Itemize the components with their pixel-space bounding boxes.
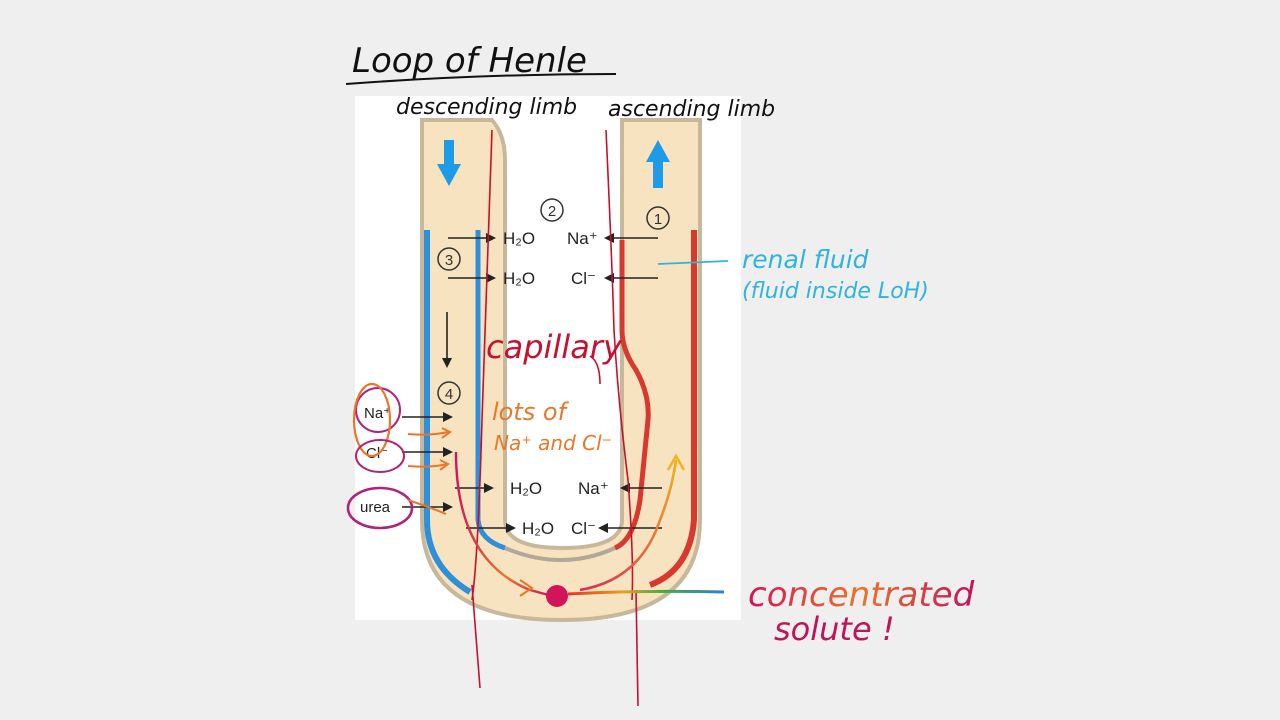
concentrated-label: concentrated xyxy=(748,575,975,615)
label-h2o-2: H₂O xyxy=(503,269,535,288)
lots-of-sublabel: Na⁺ and Cl⁻ xyxy=(494,431,612,455)
solute-flow-left xyxy=(454,451,553,598)
concentrated-pointer xyxy=(567,589,725,596)
svg-text:1: 1 xyxy=(654,211,662,228)
ascending-limb-label: ascending limb xyxy=(608,97,775,122)
label-na-2: Na⁺ xyxy=(578,479,609,498)
label-h2o-4: H₂O xyxy=(522,519,554,538)
svg-text:2: 2 xyxy=(548,203,556,220)
ascending-wall xyxy=(648,230,697,588)
step-circle-2: 2 xyxy=(540,198,564,222)
label-h2o-3: H₂O xyxy=(510,479,542,498)
title-underline xyxy=(345,73,617,85)
label-cl-2: Cl⁻ xyxy=(571,519,596,538)
svg-text:3: 3 xyxy=(445,252,453,269)
label-na-left: Na⁺ xyxy=(364,405,391,422)
solute-flow-right xyxy=(579,459,678,592)
svg-text:4: 4 xyxy=(445,386,453,403)
concentrated-sublabel: solute ! xyxy=(774,610,895,648)
step-circle-3: 3 xyxy=(437,247,461,271)
capillary-lines xyxy=(471,129,639,707)
label-na-1: Na⁺ xyxy=(567,229,598,248)
renal-fluid-label: renal fluid xyxy=(742,245,869,274)
renal-fluid-sublabel: (fluid inside LoH) xyxy=(742,279,929,304)
orange-flow-arrows xyxy=(407,427,452,515)
concentrated-solute-dot xyxy=(546,585,568,607)
up-arrow-icon xyxy=(646,140,670,188)
lots-of-label: lots of xyxy=(492,398,570,426)
step-circle-1: 1 xyxy=(646,206,670,230)
descending-wall xyxy=(424,230,472,595)
step-circle-4: 4 xyxy=(437,381,461,405)
capillary-label: capillary xyxy=(486,328,623,366)
transport-arrows xyxy=(402,233,662,533)
label-cl-1: Cl⁻ xyxy=(571,269,596,288)
loop-tube xyxy=(420,118,702,623)
down-arrow-icon xyxy=(437,140,461,186)
ion-highlight-circles xyxy=(346,382,414,530)
descending-limb-label: descending limb xyxy=(396,95,577,120)
label-urea: urea xyxy=(360,499,391,516)
label-h2o-1: H₂O xyxy=(503,229,535,248)
renal-fluid-pointer xyxy=(657,260,729,265)
